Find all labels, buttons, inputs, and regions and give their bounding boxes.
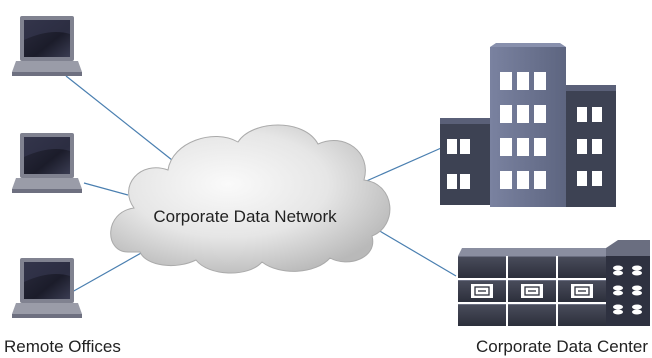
link-server-rack [377, 229, 457, 277]
link-laptop-bottom [71, 247, 151, 293]
server-rack-icon [457, 240, 650, 327]
remote-offices [12, 16, 82, 318]
cloud-icon: Corporate Data Network [110, 124, 391, 274]
remote-offices-label: Remote Offices [4, 337, 121, 356]
laptop-icon [12, 16, 82, 76]
laptop-icon [12, 258, 82, 318]
laptop-icon [12, 133, 82, 193]
office-building-icon [440, 43, 616, 207]
link-laptop-middle [83, 182, 129, 196]
link-laptop-top [65, 75, 173, 161]
cloud-label: Corporate Data Network [153, 207, 337, 226]
data-center-label: Corporate Data Center [476, 337, 648, 356]
